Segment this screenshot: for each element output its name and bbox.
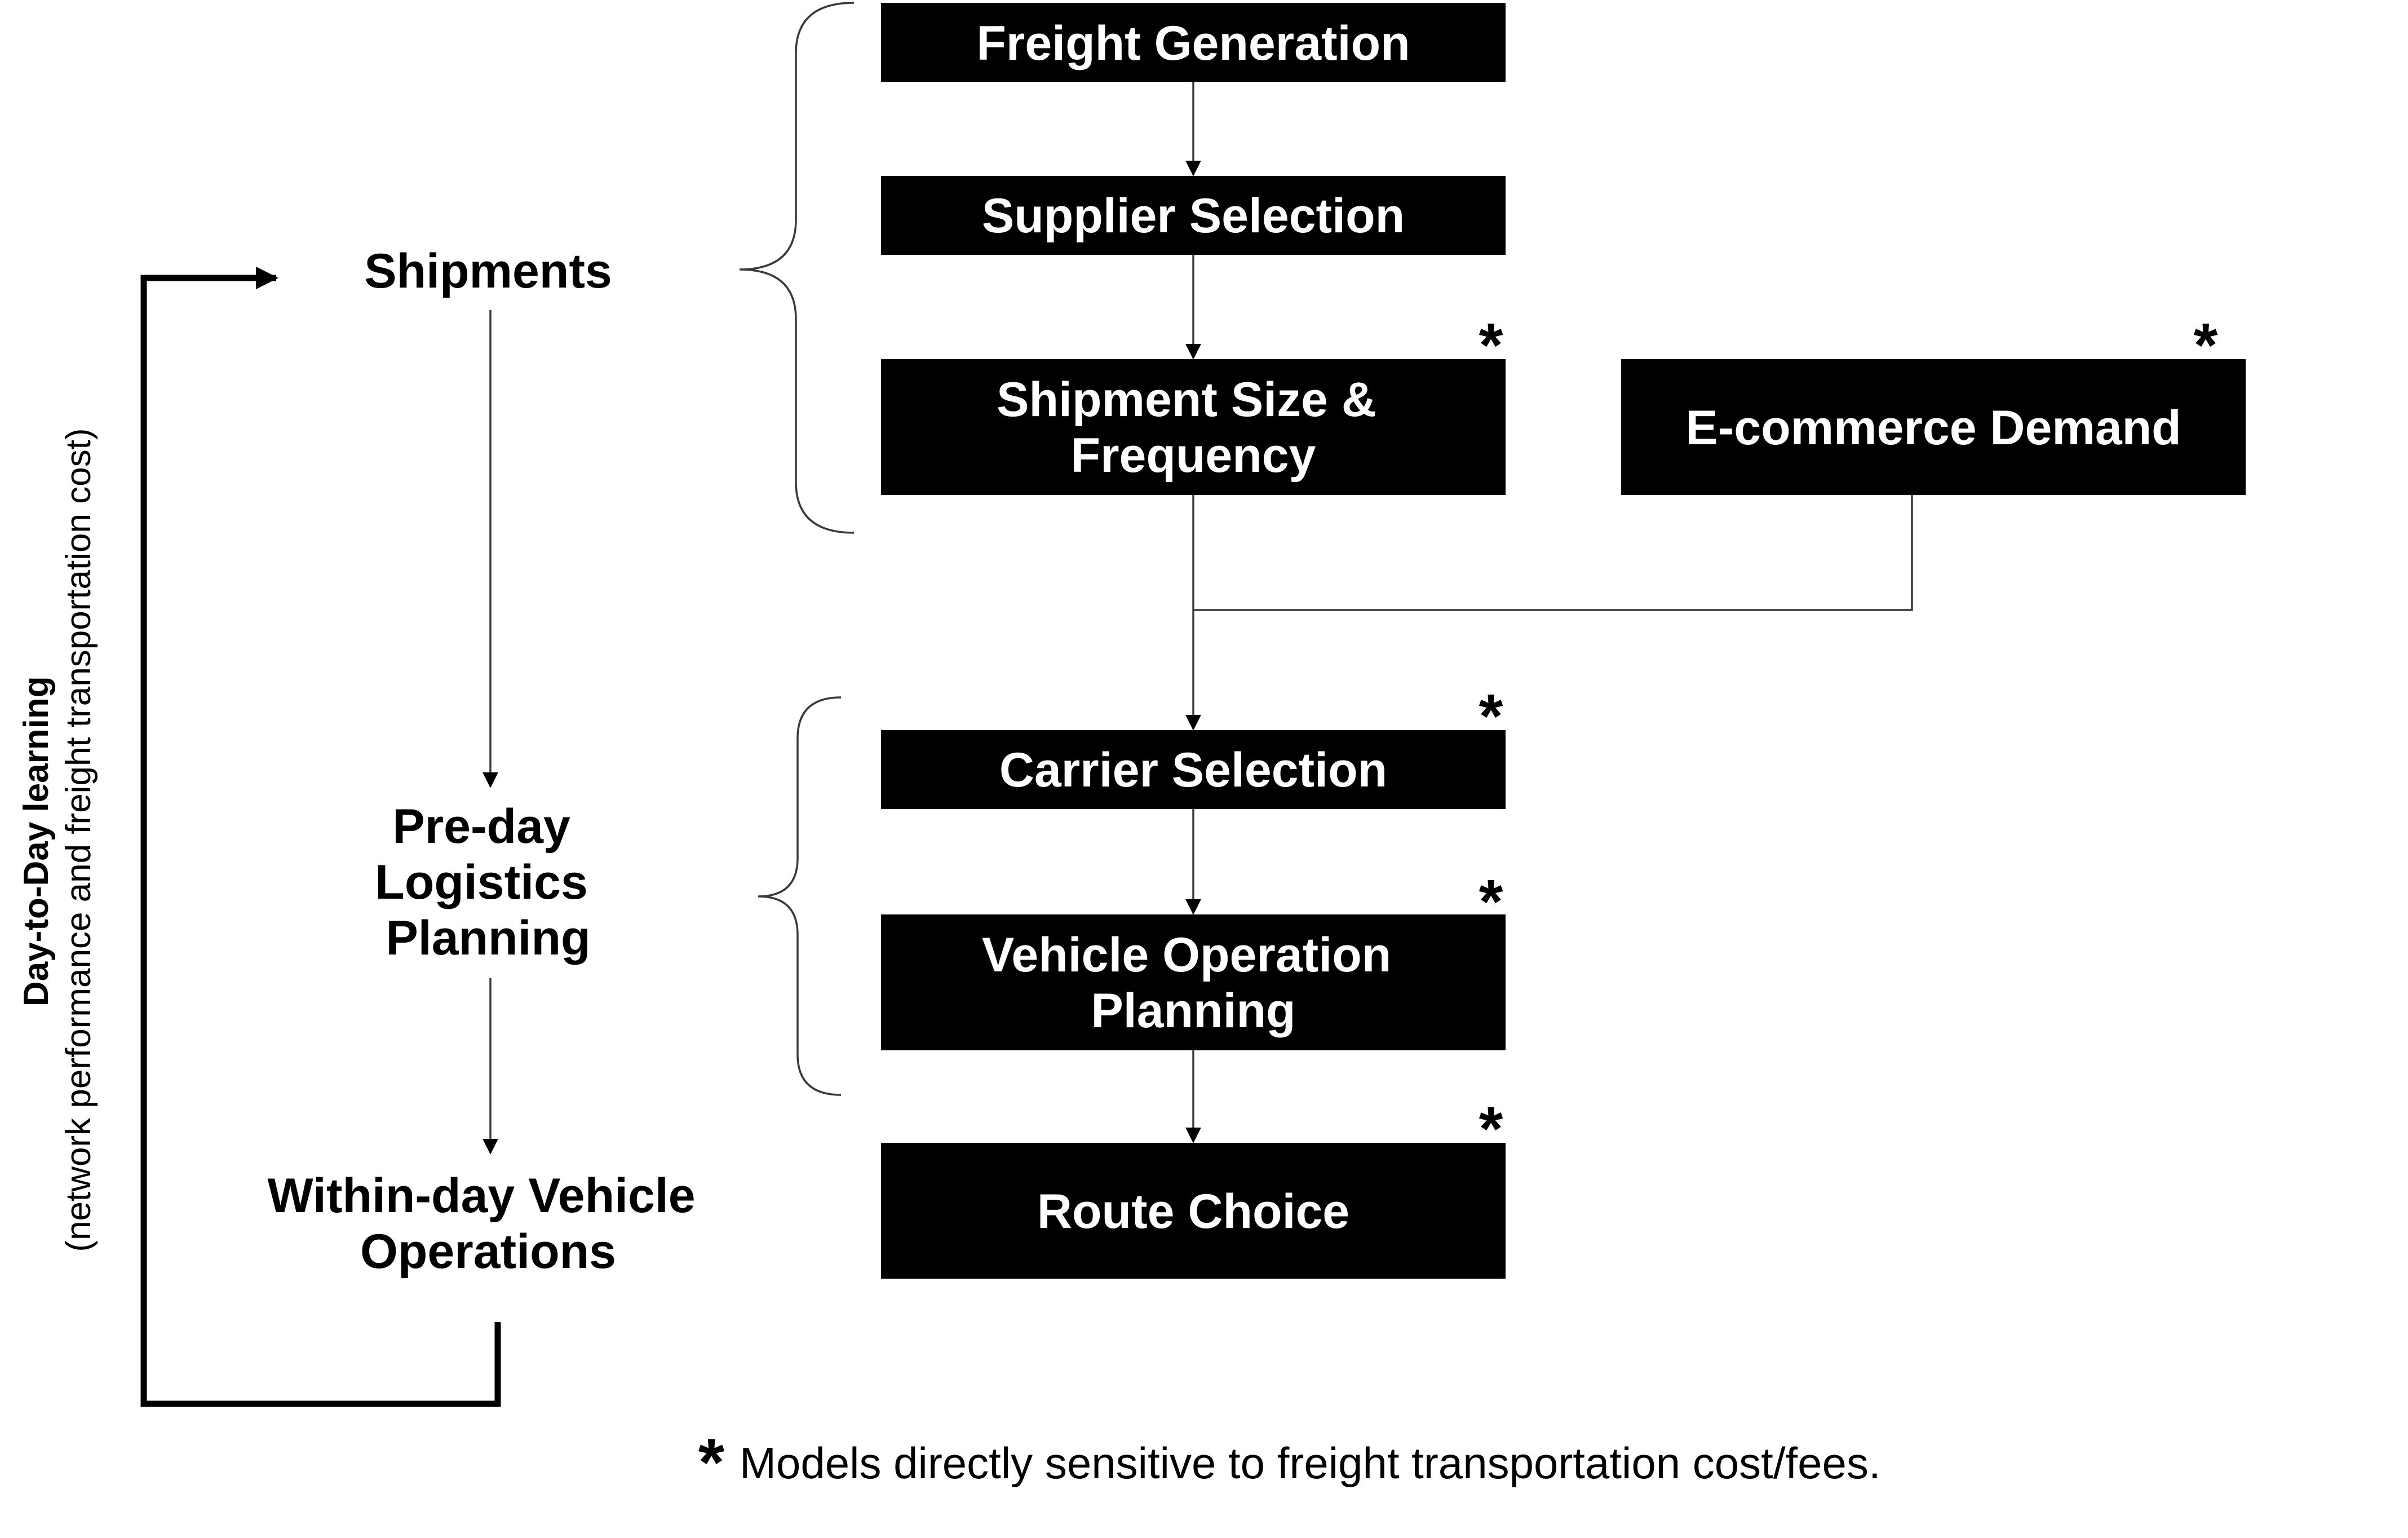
vehicle-operation-planning-box: Vehicle Operation Planning bbox=[881, 914, 1506, 1050]
vehicle-operation-planning-label: Vehicle Operation Planning bbox=[982, 928, 1405, 1038]
legend-text: Models directly sensitive to freight tra… bbox=[740, 1438, 1881, 1488]
stage-shipments-label: Shipments bbox=[364, 244, 612, 298]
carrier-selection-label: Carrier Selection bbox=[999, 743, 1387, 797]
cost-sensitive-marker-ecommerce: * bbox=[2194, 311, 2218, 380]
brace-preday-planning-group bbox=[758, 696, 842, 1096]
cost-sensitive-marker-vehicle-operation: * bbox=[1479, 867, 1503, 936]
freight-generation-label: Freight Generation bbox=[976, 16, 1410, 70]
stage-withinday-operations-label: Within-day Vehicle Operations bbox=[268, 1169, 709, 1279]
shipment-size-frequency-label: Shipment Size & Frequency bbox=[997, 373, 1390, 483]
carrier-selection-box: Carrier Selection bbox=[881, 730, 1506, 809]
feedback-loop-label: Day-to-Day learning (network performance… bbox=[17, 428, 98, 1252]
brace-shipments-group bbox=[739, 2, 855, 534]
feedback-loop-arrow bbox=[140, 267, 501, 1407]
ecommerce-demand-box: E-commerce Demand bbox=[1621, 359, 2246, 495]
connector-ecommerce-to-carrier bbox=[1193, 495, 1913, 611]
cost-sensitive-marker-carrier: * bbox=[1479, 682, 1503, 751]
route-choice-box: Route Choice bbox=[881, 1143, 1506, 1279]
legend-asterisk: * bbox=[698, 1425, 725, 1500]
freight-generation-box: Freight Generation bbox=[881, 3, 1506, 82]
cost-sensitive-marker-route-choice: * bbox=[1479, 1094, 1503, 1164]
stage-preday-planning-label: Pre-day Logistics Planning bbox=[375, 799, 601, 965]
ecommerce-demand-label: E-commerce Demand bbox=[1685, 401, 2181, 455]
shipment-size-frequency-box: Shipment Size & Frequency bbox=[881, 359, 1506, 495]
supplier-selection-label: Supplier Selection bbox=[982, 189, 1405, 243]
supplier-selection-box: Supplier Selection bbox=[881, 176, 1506, 255]
cost-sensitive-marker-shipment-size: * bbox=[1479, 311, 1503, 380]
route-choice-label: Route Choice bbox=[1037, 1185, 1349, 1239]
